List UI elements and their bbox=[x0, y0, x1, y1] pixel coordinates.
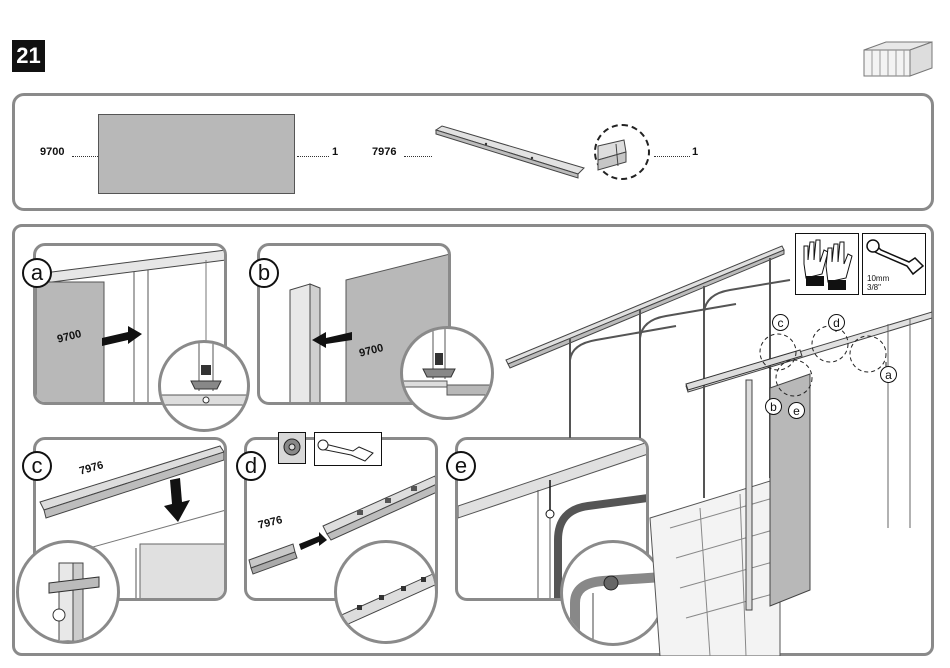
panel-c-letter: c bbox=[22, 451, 52, 481]
part-code-9700: 9700 bbox=[40, 146, 64, 158]
wrench-size-imperial: 3/8" bbox=[867, 283, 881, 292]
leader-line bbox=[72, 156, 98, 157]
panel-d-detail-inset bbox=[334, 540, 438, 644]
leader-line bbox=[404, 156, 432, 157]
overview-callout-c: c bbox=[772, 314, 789, 331]
rail-part bbox=[432, 122, 592, 182]
leader-line bbox=[297, 156, 329, 157]
overview-callout-d: d bbox=[828, 314, 845, 331]
wall-panel-part bbox=[98, 114, 295, 194]
bolt-nut-icon bbox=[278, 432, 306, 464]
wrench-icon: 10mm 3/8" bbox=[862, 233, 926, 295]
overview-callout-a: a bbox=[880, 366, 897, 383]
part-code-7976: 7976 bbox=[372, 146, 396, 158]
part-qty-7976: 1 bbox=[692, 146, 698, 158]
leader-line bbox=[654, 156, 690, 157]
shed-icon bbox=[858, 36, 938, 80]
panel-c-detail-inset bbox=[16, 540, 120, 644]
panel-b-letter: b bbox=[249, 258, 279, 288]
wrench-size-metric: 10mm bbox=[867, 274, 889, 283]
panel-e-letter: e bbox=[446, 451, 476, 481]
step-number-badge: 21 bbox=[12, 40, 45, 72]
overview-callout-e: e bbox=[788, 402, 805, 419]
part-qty-9700: 1 bbox=[332, 146, 338, 158]
wrench-hand-icon bbox=[314, 432, 382, 466]
panel-d-letter: d bbox=[236, 451, 266, 481]
panel-a-detail-inset bbox=[158, 340, 250, 432]
gloves-icon bbox=[795, 233, 859, 295]
overview-callout-b: b bbox=[765, 398, 782, 415]
panel-b-detail-inset bbox=[400, 326, 494, 420]
panel-a-letter: a bbox=[22, 258, 52, 288]
rail-profile-detail bbox=[594, 124, 650, 180]
